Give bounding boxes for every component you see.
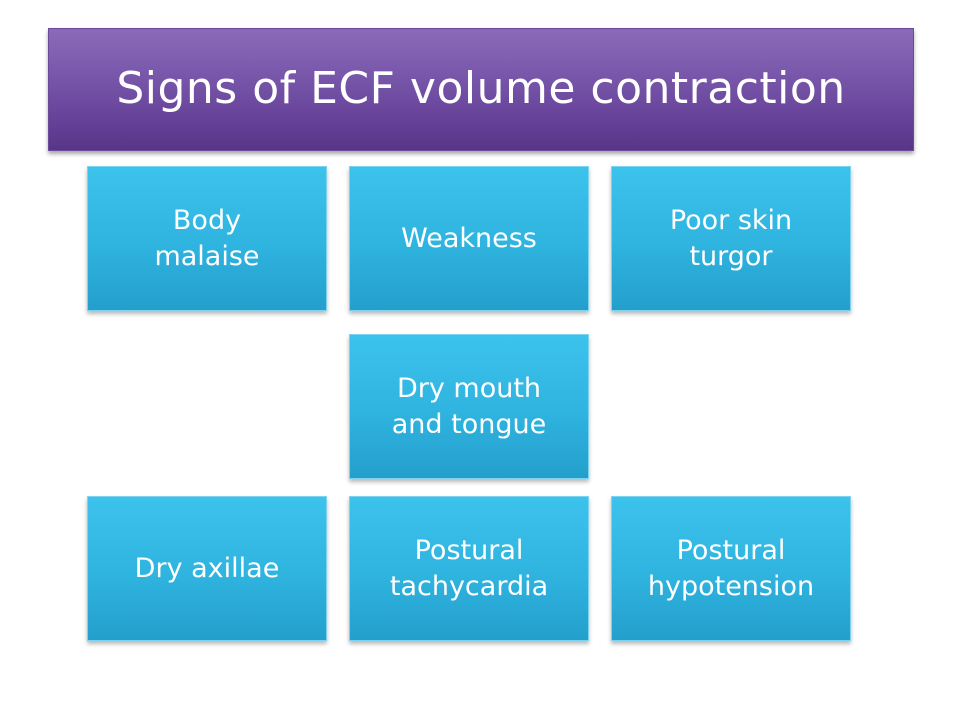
sign-box-dry-axillae: Dry axillae [87, 496, 327, 641]
slide-title: Signs of ECF volume contraction [116, 63, 846, 114]
sign-label: Weakness [401, 222, 537, 254]
sign-label: Dry axillae [134, 552, 280, 584]
sign-box-weakness: Weakness [349, 166, 589, 311]
title-banner: Signs of ECF volume contraction [48, 28, 914, 151]
